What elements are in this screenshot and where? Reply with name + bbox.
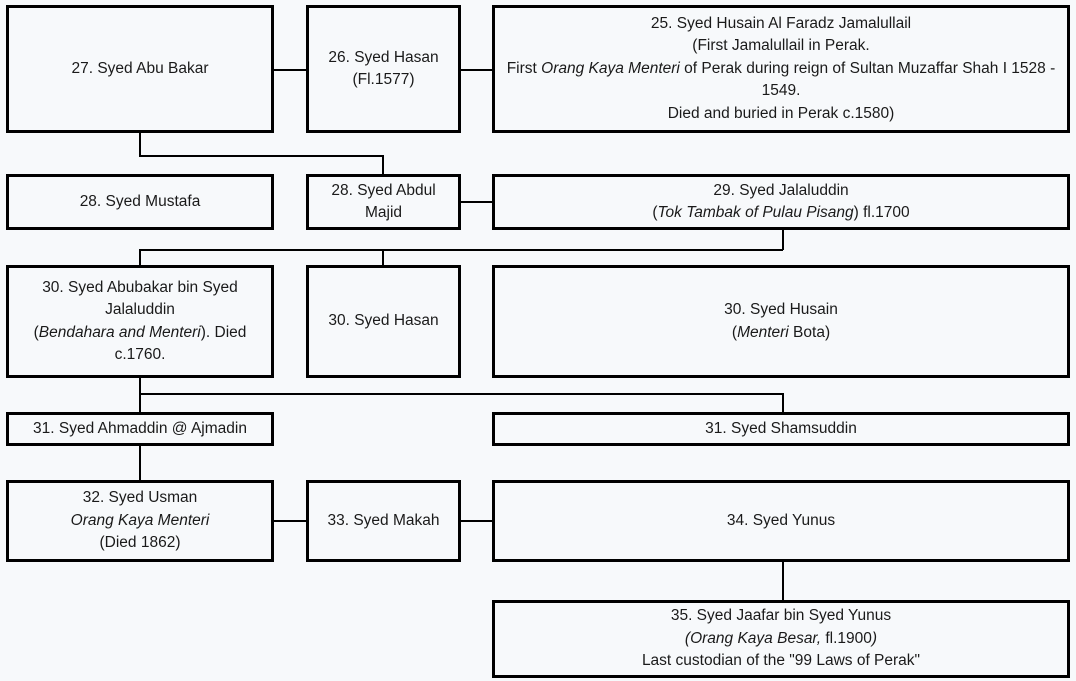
node-30-syed-husain: 30. Syed Husain (Menteri Bota)	[492, 265, 1070, 378]
node-31-syed-ahmaddin-ajmadin: 31. Syed Ahmaddin @ Ajmadin	[6, 412, 274, 446]
node-text-line: 25. Syed Husain Al Faradz Jamalullail	[651, 13, 911, 35]
node-text-line: (Tok Tambak of Pulau Pisang) fl.1700	[652, 202, 909, 224]
node-text-span: Bota)	[788, 323, 831, 341]
node-text-line: Died and buried in Perak c.1580)	[668, 103, 895, 125]
connector-down-to-31-shamsuddin	[782, 393, 784, 413]
node-text-line: 30. Syed Husain	[724, 299, 838, 321]
node-text-span: (Fl.1577)	[352, 71, 415, 88]
node-text-line: (Menteri Bota)	[732, 322, 830, 344]
node-25-syed-husain-al-faradz-jamalullail: 25. Syed Husain Al Faradz Jamalullail (Fi…	[492, 5, 1070, 133]
node-34-syed-yunus: 34. Syed Yunus	[492, 480, 1070, 562]
node-33-syed-makah: 33. Syed Makah	[306, 480, 461, 562]
node-text-span: 30. Syed Husain	[724, 301, 838, 319]
node-29-syed-jalaluddin: 29. Syed Jalaluddin (Tok Tambak of Pulau …	[492, 174, 1070, 230]
node-text-span: 31. Syed Shamsuddin	[705, 419, 857, 437]
node-text-line: (Orang Kaya Besar, fl.1900)	[685, 628, 877, 650]
node-text-span: (Died 1862)	[99, 534, 181, 552]
node-text-span: ) fl.1700	[853, 204, 910, 221]
node-text-span: ). Died c.1760.	[114, 323, 247, 363]
connector-28-abdul-majid-to-29	[461, 201, 492, 203]
node-text-span: 33. Syed Makah	[327, 511, 440, 529]
node-text-span: 28. Syed Mustafa	[79, 192, 201, 210]
connector-33-to-34	[461, 520, 492, 522]
node-28-syed-abdul-majid: 28. Syed Abdul Majid	[306, 174, 461, 230]
node-text-line: 31. Syed Shamsuddin	[705, 418, 857, 440]
connector-down-to-31-ahmaddin	[139, 393, 141, 413]
node-text-span: First	[506, 59, 542, 77]
node-text-line: 28. Syed Abdul Majid	[316, 180, 451, 225]
node-text-span: (	[33, 323, 39, 341]
node-text-span: (First Jamalullail in Perak.	[692, 37, 870, 55]
node-text-span: 30. Syed Abubakar bin Syed Jalaluddin	[42, 278, 238, 319]
node-text-line: (First Jamalullail in Perak.	[692, 35, 869, 57]
node-text-span: 30. Syed Hasan	[328, 312, 439, 330]
node-text-line: 34. Syed Yunus	[727, 510, 835, 532]
node-text-line: 32. Syed Usman	[83, 487, 198, 509]
node-text-span: 26. Syed Hasan	[328, 48, 439, 66]
node-35-syed-jaafar-bin-syed-yunus: 35. Syed Jaafar bin Syed Yunus (Orang Kay…	[492, 600, 1070, 678]
node-text-span: 34. Syed Yunus	[726, 511, 836, 529]
connector-down-to-28-abdul-majid	[382, 155, 384, 174]
node-text-emphasis: Orang Kaya Menteri	[70, 511, 210, 529]
node-text-line: 29. Syed Jalaluddin	[713, 180, 848, 202]
node-text-span: Last custodian of the "99 Laws of Perak"	[641, 652, 921, 670]
node-text-emphasis: (Orang Kaya Besar,	[684, 629, 822, 647]
node-28-syed-mustafa: 28. Syed Mustafa	[6, 174, 274, 230]
node-text-line: 26. Syed Hasan	[328, 47, 438, 69]
node-text-span: 31. Syed Ahmaddin @ Ajmadin	[33, 419, 247, 437]
connector-row2-to-row3-bus	[139, 249, 783, 251]
connector-30-abubakar-down-stub	[139, 378, 141, 394]
node-text-span: fl.1900	[821, 629, 872, 647]
node-31-syed-shamsuddin: 31. Syed Shamsuddin	[492, 412, 1070, 446]
connector-row3-to-row4-bus	[139, 393, 783, 395]
connector-34-to-35	[782, 562, 784, 601]
node-text-line: 35. Syed Jaafar bin Syed Yunus	[671, 605, 891, 627]
node-text-line: First Orang Kaya Menteri of Perak during…	[502, 58, 1060, 103]
node-text-line: (Fl.1577)	[352, 69, 414, 91]
node-30-syed-hasan: 30. Syed Hasan	[306, 265, 461, 378]
node-text-span: (	[652, 204, 658, 221]
node-text-line: Last custodian of the "99 Laws of Perak"	[642, 650, 920, 672]
node-text-span: 25. Syed Husain Al Faradz Jamalullail	[650, 14, 912, 32]
node-30-syed-abubakar-bin-syed-jalaluddin: 30. Syed Abubakar bin Syed Jalaluddin(Be…	[6, 265, 274, 378]
node-text-line: 27. Syed Abu Bakar	[71, 58, 208, 80]
node-text-span: 28. Syed Abdul Majid	[331, 181, 436, 221]
connector-row1-to-row2-bus	[139, 155, 384, 157]
node-text-emphasis: Bendahara and Menteri	[38, 323, 201, 341]
node-text-span: 29. Syed Jalaluddin	[713, 181, 849, 199]
node-27-syed-abu-bakar: 27. Syed Abu Bakar	[6, 5, 274, 133]
node-text-line: 33. Syed Makah	[327, 510, 439, 532]
node-text-line: 28. Syed Mustafa	[80, 191, 201, 213]
connector-down-to-30-hasan	[382, 249, 384, 266]
node-text-emphasis: )	[871, 629, 878, 647]
node-text-line: (Died 1862)	[100, 532, 181, 554]
node-text-line: Orang Kaya Menteri	[71, 510, 210, 532]
node-text-line: 31. Syed Ahmaddin @ Ajmadin	[33, 418, 247, 440]
connector-down-to-30-abubakar	[139, 249, 141, 266]
node-26-syed-hasan: 26. Syed Hasan (Fl.1577)	[306, 5, 461, 133]
node-text-span: Died and buried in Perak c.1580)	[667, 104, 895, 122]
node-text-span: 35. Syed Jaafar bin Syed Yunus	[670, 607, 892, 625]
connector-27-to-26	[274, 69, 306, 71]
connector-31-to-32	[139, 446, 141, 481]
node-text-span: 27. Syed Abu Bakar	[71, 59, 209, 77]
connector-32-to-33	[274, 520, 306, 522]
node-text-line: (Bendahara and Menteri). Died c.1760.	[16, 322, 264, 367]
connector-27-down-stub	[139, 133, 141, 156]
connector-26-to-25	[461, 69, 492, 71]
node-text-span: of Perak during reign of Sultan Muzaffar…	[679, 59, 1056, 100]
node-text-span: 32. Syed Usman	[82, 489, 198, 507]
node-text-line: 30. Syed Hasan	[328, 310, 438, 332]
node-text-span: (	[731, 323, 738, 341]
node-text-line: 30. Syed Abubakar bin Syed Jalaluddin	[16, 277, 264, 322]
node-text-emphasis: Menteri	[737, 323, 789, 341]
node-text-emphasis: Tok Tambak of Pulau Pisang	[657, 204, 854, 221]
connector-29-down-stub	[782, 230, 784, 250]
node-text-emphasis: Orang Kaya Menteri	[541, 59, 680, 77]
